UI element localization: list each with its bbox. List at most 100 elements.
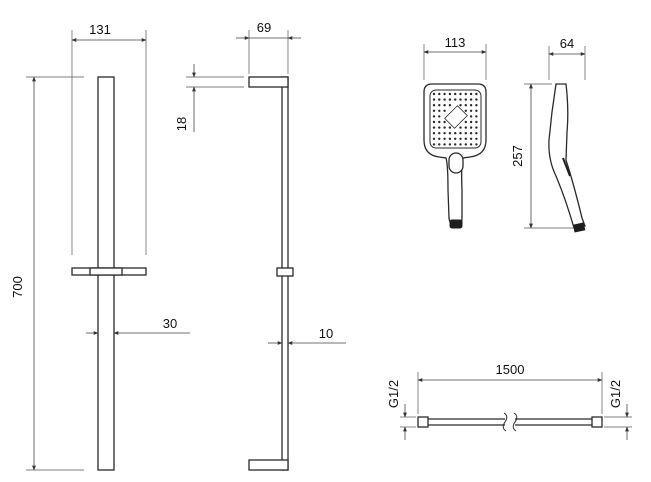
nozzle-dot (459, 137, 462, 140)
nozzle-dot (469, 143, 473, 146)
nozzle-dot (475, 137, 478, 140)
nozzle-dot (432, 109, 436, 113)
dim-side-depth: 69 (236, 20, 301, 74)
nozzle-dot (454, 92, 457, 96)
dim-head-length: 257 (510, 83, 574, 229)
nozzle-dot (475, 92, 478, 96)
dim-label-113: 113 (445, 35, 466, 50)
nozzle-dot (475, 132, 478, 135)
hose-nut-left (417, 416, 429, 428)
holder-side (276, 267, 294, 277)
dim-side-rail: 10 (268, 326, 346, 345)
dim-label-131: 131 (89, 22, 111, 37)
nozzle-dot (469, 132, 473, 135)
dim-label-g12-right: G1/2 (608, 380, 623, 408)
nozzle-dot (443, 137, 446, 140)
dim-bracket-thickness: 18 (174, 64, 244, 132)
nozzle-dot (443, 126, 446, 129)
nozzle-dot (469, 115, 473, 118)
hose-nut-right (591, 416, 603, 428)
head-button (448, 152, 464, 174)
dim-bar-height: 700 (10, 76, 84, 471)
nozzle-dot (459, 143, 462, 146)
nozzle-dot (432, 92, 436, 96)
head-side-connector (572, 222, 586, 233)
nozzle-dot (443, 92, 446, 96)
nozzle-dot (469, 92, 473, 96)
nozzle-dot (448, 98, 452, 101)
nozzle-dot (469, 98, 473, 101)
dim-head-width: 113 (423, 35, 487, 80)
nozzle-dot (448, 143, 452, 146)
nozzle-dot (475, 126, 478, 129)
dim-label-30: 30 (163, 316, 177, 331)
nozzle-dot (464, 137, 467, 140)
dim-label-18: 18 (174, 117, 189, 131)
nozzle-dot (469, 126, 473, 129)
nozzle-dot (469, 137, 473, 140)
dim-bar-width: 131 (71, 22, 147, 255)
nozzle-dot (438, 137, 441, 140)
nozzle-dot (432, 115, 436, 118)
nozzle-dot (475, 104, 478, 107)
dim-label-700: 700 (10, 276, 25, 298)
dim-hose-length: 1500 (417, 362, 603, 414)
nozzle-dot (464, 132, 467, 135)
nozzle-dot (432, 137, 436, 140)
nozzle-dot (454, 132, 457, 135)
nozzle-dot (432, 104, 436, 107)
slide-bar-side-view (248, 76, 294, 471)
nozzle-dot (469, 120, 473, 124)
dim-label-64: 64 (560, 36, 574, 51)
nozzle-dot (464, 126, 467, 129)
hose-break-right (512, 412, 518, 432)
nozzle-dot (448, 137, 452, 140)
nozzle-dot (438, 132, 441, 135)
holder-center (89, 267, 123, 276)
dim-label-69: 69 (257, 20, 271, 35)
shower-hose (417, 412, 603, 432)
nozzle-dot (469, 104, 473, 107)
spray-nozzles (432, 92, 478, 146)
nozzle-dot (432, 143, 436, 146)
bracket-bottom (248, 459, 289, 471)
nozzle-dot (464, 143, 467, 146)
nozzle-dot (448, 126, 452, 129)
nozzle-dot (432, 120, 436, 124)
nozzle-dot (443, 143, 446, 146)
nozzle-dot (432, 126, 436, 129)
nozzle-dot (438, 109, 441, 113)
dim-bar-diameter: 30 (86, 316, 190, 335)
nozzle-dot (475, 143, 478, 146)
nozzle-dot (454, 137, 457, 140)
hose-break-left (502, 412, 508, 432)
nozzle-dot (448, 92, 452, 96)
dim-label-10: 10 (319, 326, 333, 341)
dim-label-257: 257 (510, 145, 525, 167)
dim-hose-thread-left: G1/2 (386, 380, 416, 440)
nozzle-dot (464, 92, 467, 96)
nozzle-dot (464, 109, 467, 113)
nozzle-dot (443, 132, 446, 135)
nozzle-dot (438, 92, 441, 96)
nozzle-dot (443, 98, 446, 101)
nozzle-dot (475, 120, 478, 124)
nozzle-dot (469, 109, 473, 113)
nozzle-dot (475, 115, 478, 118)
dim-label-g12-left: G1/2 (386, 380, 401, 408)
center-pattern (444, 105, 468, 129)
nozzle-dot (448, 132, 452, 135)
slide-bar-front-view (71, 76, 147, 471)
nozzle-dot (475, 98, 478, 101)
nozzle-dot (459, 92, 462, 96)
bracket-top (248, 76, 289, 88)
nozzle-dot (459, 98, 462, 101)
dim-label-1500: 1500 (496, 362, 525, 377)
nozzle-dot (464, 98, 467, 101)
nozzle-dot (443, 109, 446, 113)
nozzle-dot (438, 126, 441, 129)
nozzle-dot (448, 104, 452, 107)
nozzle-dot (438, 115, 441, 118)
nozzle-dot (475, 109, 478, 113)
